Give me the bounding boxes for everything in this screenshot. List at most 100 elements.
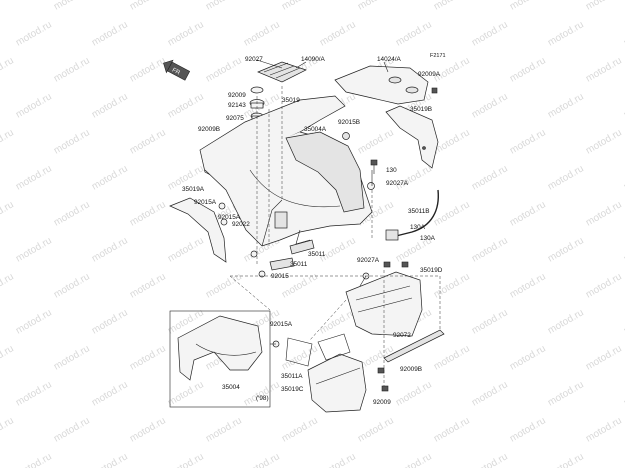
- watermark-text: motod.ru: [584, 55, 624, 84]
- watermark-text: motod.ru: [128, 199, 168, 228]
- watermark-text: motod.ru: [0, 127, 16, 156]
- watermark-text: motod.ru: [584, 0, 624, 13]
- watermark-text: motod.ru: [14, 163, 54, 192]
- label-92009B-left: 92009B: [198, 126, 220, 133]
- label-35004: 35004: [222, 384, 240, 391]
- watermark-text: motod.ru: [508, 415, 548, 444]
- watermark-text: motod.ru: [0, 343, 16, 372]
- leader-lines: [229, 59, 441, 386]
- watermark-text: motod.ru: [14, 19, 54, 48]
- watermark-text: motod.ru: [432, 343, 472, 372]
- watermark-text: motod.ru: [0, 271, 16, 300]
- watermark-text: motod.ru: [546, 91, 586, 120]
- svg-text:FR: FR: [171, 67, 181, 76]
- label-35019D: 35019D: [420, 267, 443, 274]
- watermark-text: motod.ru: [128, 415, 168, 444]
- label-14090A: 14090/A: [301, 56, 326, 63]
- watermark-text: motod.ru: [546, 235, 586, 264]
- part-inner-panel-35004A: [285, 131, 365, 213]
- watermark-text: motod.ru: [128, 127, 168, 156]
- label-35011-b: 35011: [290, 261, 308, 268]
- callout-labels: F2171 92027 14090/A 14024/A 92009A 92009…: [182, 53, 446, 406]
- watermark-text: motod.ru: [584, 127, 624, 156]
- label-92015: 92015: [271, 273, 289, 280]
- watermark-text: motod.ru: [52, 343, 92, 372]
- watermark-text: motod.ru: [204, 415, 244, 444]
- label-92075: 92075: [226, 115, 244, 122]
- watermark-text: motod.ru: [470, 235, 510, 264]
- part-mud-flap-35019B: [385, 105, 439, 169]
- label-14024A: 14024/A: [377, 56, 402, 63]
- watermark-text: motod.ru: [90, 235, 130, 264]
- watermark-text: motod.ru: [546, 307, 586, 336]
- watermark-text: motod.ru: [508, 271, 548, 300]
- watermark-text: motod.ru: [546, 379, 586, 408]
- watermark-text: motod.ru: [242, 379, 282, 408]
- label-92072: 92072: [393, 332, 411, 339]
- label-92009-bottom: 92009: [373, 399, 391, 406]
- watermark-text: motod.ru: [0, 415, 16, 444]
- watermark-text: motod.ru: [242, 19, 282, 48]
- watermark-text: motod.ru: [90, 379, 130, 408]
- watermark-text: motod.ru: [394, 451, 434, 468]
- watermark-text: motod.ru: [584, 343, 624, 372]
- label-92009-top: 92009: [228, 92, 246, 99]
- watermark-text: motod.ru: [280, 0, 320, 13]
- watermark-text: motod.ru: [14, 91, 54, 120]
- watermark-text: motod.ru: [432, 415, 472, 444]
- label-92027: 92027: [245, 56, 263, 63]
- watermark-text: motod.ru: [204, 55, 244, 84]
- watermark-text: motod.ru: [90, 91, 130, 120]
- part-rear-cover-14024A: [334, 65, 429, 105]
- label-35019A: 35019A: [182, 186, 205, 193]
- watermark-text: motod.ru: [508, 0, 548, 13]
- watermark-text: motod.ru: [584, 415, 624, 444]
- watermark-text: motod.ru: [204, 271, 244, 300]
- label-92143: 92143: [228, 102, 246, 109]
- label-130-top: 130: [386, 167, 397, 174]
- figure-code: F2171: [430, 53, 446, 59]
- watermark-text: motod.ru: [356, 415, 396, 444]
- label-year: ('98): [256, 395, 269, 402]
- watermark-text: motod.ru: [470, 379, 510, 408]
- watermark-text: motod.ru: [584, 271, 624, 300]
- watermark-text: motod.ru: [52, 127, 92, 156]
- watermark-text: motod.ru: [14, 451, 54, 468]
- label-35019B: 35019B: [410, 106, 432, 113]
- part-guard-35019C: [307, 353, 367, 413]
- watermark-text: motod.ru: [128, 55, 168, 84]
- watermark-text: motod.ru: [52, 415, 92, 444]
- watermark-text: motod.ru: [166, 379, 206, 408]
- watermark-text: motod.ru: [356, 0, 396, 13]
- watermark-text: motod.ru: [318, 235, 358, 264]
- watermark-text: motod.ru: [14, 307, 54, 336]
- front-direction-arrow-icon: FR: [163, 59, 191, 81]
- watermark-text: motod.ru: [90, 163, 130, 192]
- label-130A-b: 130A: [420, 235, 436, 242]
- watermark-text: motod.ru: [394, 19, 434, 48]
- watermark-text: motod.ru: [0, 0, 16, 13]
- watermark-text: motod.ru: [432, 271, 472, 300]
- watermark-text: motod.ru: [470, 163, 510, 192]
- watermark-text: motod.ru: [0, 199, 16, 228]
- label-35011A: 35011A: [281, 373, 303, 380]
- watermark-text: motod.ru: [0, 55, 16, 84]
- label-130A-a: 130A: [410, 224, 426, 231]
- watermark-text: motod.ru: [394, 163, 434, 192]
- watermark-text: motod.ru: [204, 0, 244, 13]
- watermark-text: motod.ru: [546, 451, 586, 468]
- watermark-text: motod.ru: [52, 0, 92, 13]
- part-bracket-35011A: [285, 333, 351, 367]
- watermark-text: motod.ru: [318, 451, 358, 468]
- watermark-text: motod.ru: [356, 127, 396, 156]
- watermark-text: motod.ru: [90, 307, 130, 336]
- watermark-text: motod.ru: [432, 0, 472, 13]
- watermark-text: motod.ru: [470, 91, 510, 120]
- watermark-text: motod.ru: [14, 379, 54, 408]
- part-brackets-35011: [269, 239, 315, 271]
- part-strap-92072: [383, 329, 445, 363]
- label-35019: 35019: [282, 97, 300, 104]
- label-92022: 92022: [232, 221, 250, 228]
- watermark-text: motod.ru: [52, 199, 92, 228]
